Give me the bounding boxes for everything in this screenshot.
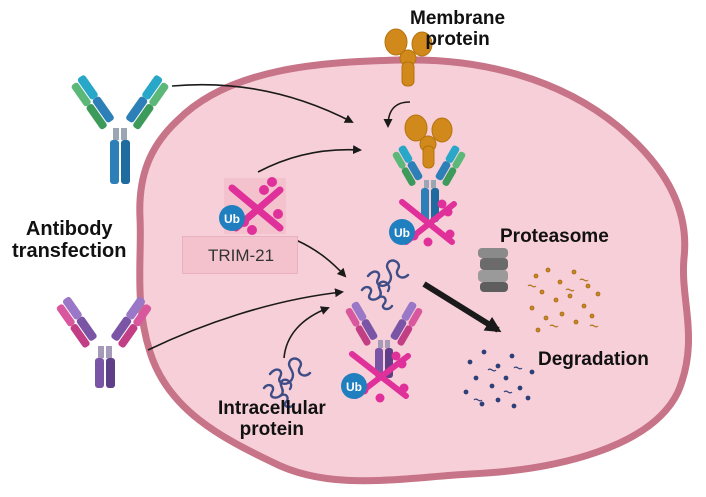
arrow-antibody-to-membrane — [171, 83, 354, 123]
proteasome-label: Proteasome — [500, 226, 609, 247]
antibody-blue-icon — [71, 75, 169, 184]
membrane-protein-bound-icon — [404, 114, 453, 169]
membrane-protein-icon — [384, 28, 433, 87]
membrane-protein-label-line-1: Membrane — [410, 8, 506, 29]
arrow-to-degradation — [422, 281, 502, 333]
ubiquitin-icon-complex-1: Ub — [389, 219, 415, 245]
svg-text:Ub: Ub — [346, 380, 362, 394]
peptide-fragments-icon — [527, 267, 601, 333]
antibody-bound-purple-icon — [345, 301, 423, 378]
degradation-fragments-icon — [463, 349, 535, 409]
arrow-trim21-to-complex — [257, 145, 362, 173]
ubiquitin-icon-complex-2: Ub — [341, 373, 367, 399]
intracellular-protein-bound-icon — [360, 259, 410, 311]
arrow-trim21-to-intracellular — [295, 239, 347, 278]
intracellular-protein-label-line-1: Intracellular — [218, 398, 326, 419]
antibody-transfection-label-line-2: transfection — [12, 240, 127, 263]
antibody-bound-blue-icon — [392, 145, 466, 222]
intracellular-protein-label: Intracellular protein — [218, 398, 326, 441]
arrow-antibody2-to-intracellular — [147, 288, 344, 351]
membrane-protein-label: Membrane protein — [410, 8, 505, 51]
arrow-intracellular-protein-in — [283, 306, 330, 359]
antibody-transfection-label: Antibody transfection — [12, 218, 126, 263]
svg-text:Ub: Ub — [224, 212, 240, 226]
degradation-label: Degradation — [538, 349, 649, 370]
arrow-membrane-protein-in — [383, 101, 411, 128]
membrane-protein-label-line-2: protein — [425, 29, 490, 51]
svg-text:Ub: Ub — [394, 226, 410, 240]
intracellular-protein-icon — [262, 357, 312, 409]
intracellular-protein-label-line-2: protein — [239, 419, 305, 441]
cell-membrane — [136, 56, 692, 485]
trim21-label: TRIM-21 — [207, 246, 275, 265]
trim21-label-box: TRIM-21 — [182, 236, 298, 274]
ubiquitin-icon-left: Ub — [219, 205, 245, 231]
proteasome-icon — [478, 248, 508, 292]
antibody-transfection-label-line-1: Antibody — [25, 218, 113, 240]
antibody-purple-icon — [56, 297, 152, 388]
